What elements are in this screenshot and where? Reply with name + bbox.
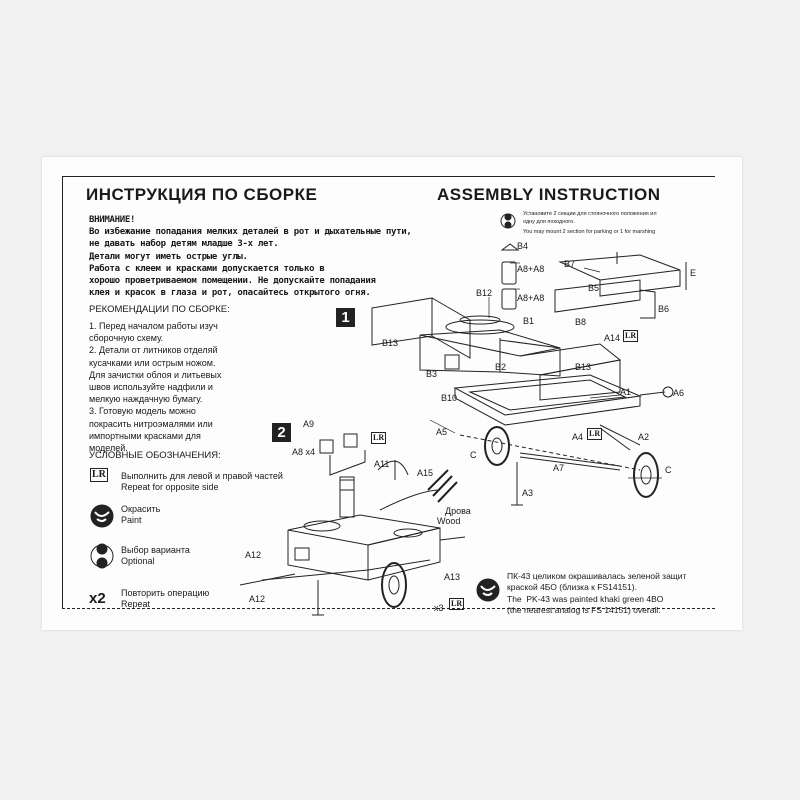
warning-line: хорошо проветриваемом помещении. Не допу…: [89, 276, 376, 287]
step-1-badge: 1: [336, 308, 355, 327]
step-2-drawing: [239, 433, 466, 616]
part-label: A12: [249, 594, 266, 604]
warning-line: Детали могут иметь острые углы.: [89, 251, 248, 262]
rec-line: моделей.: [89, 443, 128, 454]
part-label: B13: [575, 362, 592, 372]
instruction-sheet: [42, 157, 742, 630]
leader-lines: [429, 262, 662, 479]
note-paint-icon: [476, 578, 500, 602]
rec-line: покрасить нитроэмалями или: [89, 418, 213, 429]
part-label: A14: [604, 333, 621, 343]
rec-line: импортными красками для: [89, 430, 201, 441]
recommendations-text: 1. Перед началом работы изуч сборочную с…: [89, 320, 221, 454]
rec-line: кусачками или острым ножом.: [89, 357, 216, 368]
legend-repeat-text: Повторить операцию Repeat: [121, 588, 210, 609]
parking-hint-en: You may mount 2 section for parking or 1…: [523, 229, 656, 235]
legend-option-text: Выбор варианта Optional: [121, 545, 190, 566]
part-label: B4: [517, 241, 529, 251]
part-label: B7: [564, 259, 576, 269]
part-label: x3: [434, 603, 444, 613]
part-label: B8: [575, 317, 587, 327]
part-label: A7: [553, 463, 565, 473]
legend-paint-text: Окрасить Paint: [121, 504, 161, 525]
warning-line: Во избежание попадания мелких деталей в …: [89, 227, 412, 238]
part-label: A11: [374, 459, 390, 469]
repeat-symbol: x2: [89, 590, 106, 607]
step-1-drawing: [371, 243, 687, 506]
part-label: B13: [382, 338, 399, 348]
rec-line: 3. Готовую модель можно: [89, 406, 196, 417]
part-label: B12: [476, 288, 493, 298]
part-label: B6: [658, 304, 670, 314]
paint-icon: [90, 504, 114, 528]
title-english: ASSEMBLY INSTRUCTION: [437, 185, 661, 204]
parking-option-icon: [500, 213, 516, 229]
rec-line: Для зачистки облоя и литьевых: [89, 369, 222, 380]
warning-line: клея и красок в глаза и рот, опасайтесь …: [89, 288, 371, 299]
part-label: B2: [495, 362, 507, 372]
recommendations-title: РЕКОМЕНДАЦИИ ПО СБОРКЕ:: [89, 304, 230, 315]
warning-heading: ВНИМАНИЕ!: [89, 215, 136, 225]
part-label: A8 x4: [292, 447, 316, 457]
legend-lr-text: Выполнить для левой и правой частей Repe…: [121, 471, 283, 492]
part-label: A3: [522, 488, 534, 498]
warning-line: Работа с клеем и красками допускается то…: [89, 263, 325, 274]
page-frame: [62, 176, 715, 609]
firewood-label-ru: Дрова: [445, 506, 471, 516]
warning-line: не давать набор детям младше 3-х лет.: [89, 239, 279, 250]
part-label: B5: [588, 283, 600, 293]
warning-block: ВНИМАНИЕ! Во избежание попадания мелких …: [89, 214, 412, 299]
option-icon: [90, 543, 114, 569]
part-label: A8+A8: [517, 293, 545, 303]
part-label: B10: [441, 393, 458, 403]
parking-hint-ru: Установите 2 секции для стояночного поло…: [523, 211, 657, 225]
part-label: C: [665, 465, 672, 475]
lr-symbol-icon: LR: [449, 598, 465, 610]
lr-symbol-icon: LR: [371, 432, 387, 444]
part-label: E: [690, 268, 697, 278]
part-label: B1: [523, 316, 535, 326]
part-label: A5: [436, 427, 448, 437]
firewood-label-en: Wood: [437, 516, 461, 526]
part-label: A13: [444, 572, 461, 582]
rec-line: 1. Перед началом работы изуч: [89, 321, 218, 331]
lr-symbol-icon: LR: [90, 468, 108, 482]
part-label: A1: [620, 387, 632, 397]
part-label: A8+A8: [517, 264, 545, 274]
part-label: A12: [245, 550, 262, 560]
legend-title: УСЛОВНЫЕ ОБОЗНАЧЕНИЯ:: [89, 450, 221, 461]
part-label: A4: [572, 432, 584, 442]
lr-symbol-icon: LR: [587, 428, 603, 440]
rec-line: швов используйте надфили и: [89, 382, 213, 393]
part-label: A9: [303, 419, 315, 429]
rec-line: мелкую наждачную бумагу.: [89, 394, 203, 405]
rec-line: 2. Детали от литников отделяй: [89, 345, 218, 356]
title-russian: ИНСТРУКЦИЯ ПО СБОРКЕ: [86, 185, 318, 204]
rec-line: сборочную схему.: [89, 333, 164, 344]
paint-note: ПК-43 целиком окрашивалась зеленой защит…: [507, 571, 687, 615]
step-2-badge: 2: [272, 423, 291, 442]
part-label: A6: [673, 388, 685, 398]
part-label: C: [470, 450, 477, 460]
part-label: A2: [638, 432, 650, 442]
part-label: B3: [426, 369, 438, 379]
lr-symbol-icon: LR: [623, 330, 639, 342]
part-label: A15: [417, 468, 434, 478]
